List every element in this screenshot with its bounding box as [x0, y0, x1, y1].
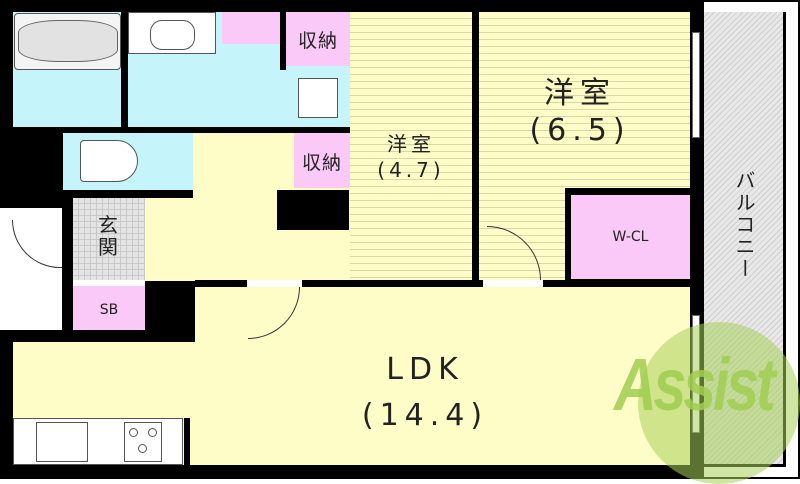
burner-1 [129, 428, 138, 437]
burner-2 [148, 428, 157, 437]
wash-bottom-wall [0, 127, 353, 133]
storage-mid-room [294, 133, 350, 188]
watermark-logo: Assist [614, 343, 776, 426]
western-room-small [350, 12, 472, 280]
western-large-name: 洋室 [544, 76, 616, 111]
burner-3 [138, 444, 147, 453]
sink-bowl [150, 20, 195, 50]
hall-lower [145, 198, 277, 281]
western-large-size: (6.5) [529, 113, 631, 148]
western-small-name: 洋室 [387, 132, 435, 156]
ldk-size: (14.4) [361, 398, 489, 433]
balcony-label: バルコニー [732, 170, 756, 280]
storage-mid-label: 収納 [301, 152, 342, 174]
ldk-name: LDK [386, 352, 464, 387]
small-room-right-wall [472, 12, 479, 287]
washing-machine-icon [298, 78, 338, 118]
entrance-label: 玄関 [98, 213, 118, 259]
linen-storage [222, 12, 280, 44]
outer-wall-bottom [0, 465, 700, 479]
bedroom-bottom-wall [195, 280, 690, 287]
bath-partition-wall [121, 12, 128, 127]
shoe-box [73, 286, 145, 338]
toilet-bottom-wall [13, 190, 198, 198]
ldk-top-left-wall [0, 330, 195, 342]
entrance-floor [73, 198, 145, 280]
window-bedroom [692, 32, 700, 138]
outer-wall-top [0, 0, 712, 12]
watermark-circle [638, 322, 800, 484]
storage-top-label: 収納 [297, 30, 338, 52]
entrance-side-wall [62, 198, 73, 330]
counter-end-wall [184, 418, 190, 465]
toilet-icon [80, 140, 138, 182]
kitchen-sink-icon [36, 422, 88, 462]
door-gap-large [483, 280, 543, 287]
outer-wall-left-upper [0, 0, 13, 208]
shoe-box-label: SB [99, 302, 119, 318]
door-gap-hall [247, 280, 302, 287]
western-small-size: (4.7) [377, 158, 445, 182]
walk-in-closet [571, 195, 690, 279]
storage-top-wall [280, 12, 286, 70]
wcl-label: W-CL [612, 229, 649, 245]
storage-top-room [286, 12, 350, 66]
bathtub-basin [18, 20, 118, 62]
outer-wall-left-lower [0, 330, 13, 479]
hall-wall-block [277, 190, 349, 230]
